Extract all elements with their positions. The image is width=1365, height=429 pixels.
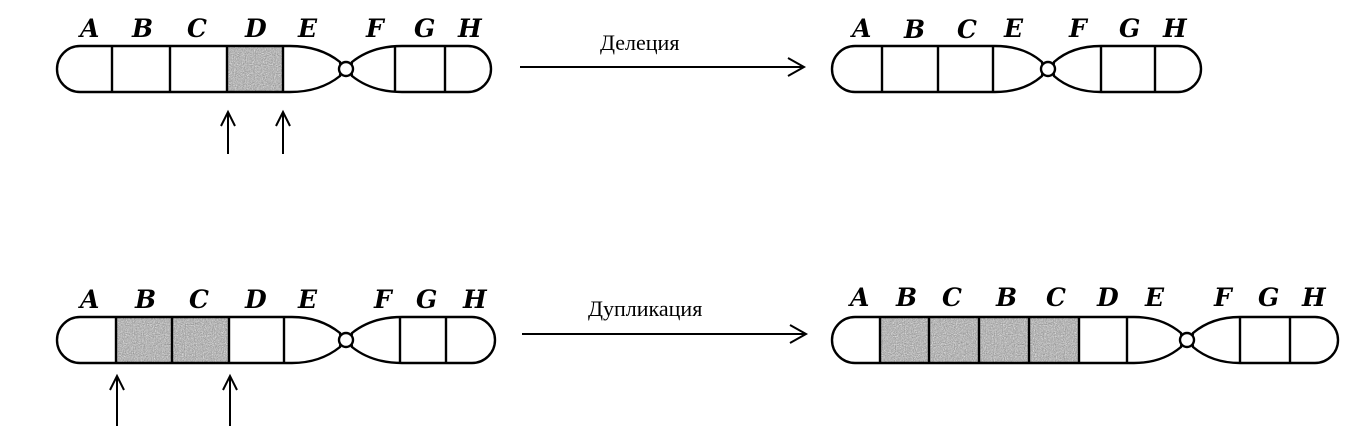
break-arrow-right bbox=[275, 109, 291, 154]
gene-labels: A B C D E F G H bbox=[78, 285, 488, 314]
gene-label-e: E bbox=[297, 285, 318, 314]
gene-segment-c-shaded bbox=[172, 318, 229, 362]
gene-label-d: D bbox=[244, 285, 267, 314]
gene-labels: A B C B C D E F G H bbox=[848, 283, 1327, 312]
gene-label-b: B bbox=[134, 285, 156, 314]
gene-label-e: E bbox=[1003, 14, 1024, 43]
centromere bbox=[1039, 60, 1057, 78]
gene-label-e: E bbox=[297, 14, 318, 43]
gene-label-c: C bbox=[187, 14, 207, 43]
gene-label-c: C bbox=[189, 285, 209, 314]
gene-label-b: B bbox=[903, 15, 925, 44]
gene-segment-b-shaded bbox=[116, 318, 172, 362]
gene-segment-b-shaded bbox=[880, 318, 929, 362]
break-point-arrows bbox=[109, 373, 238, 426]
gene-label-f: F bbox=[1068, 14, 1089, 43]
chromosome-result-duplication: A B C B C D E F G H bbox=[830, 283, 1340, 365]
gene-label-a: A bbox=[850, 14, 871, 43]
process-arrow-deletion: Делеция bbox=[520, 30, 807, 77]
row-deletion: A B C D E F G H bbox=[55, 14, 1203, 154]
gene-label-h: H bbox=[462, 285, 488, 314]
gene-label-b-duplicate: B bbox=[995, 283, 1017, 312]
process-label-duplication: Дупликация bbox=[588, 296, 702, 321]
process-arrow-duplication: Дупликация bbox=[522, 296, 809, 344]
band-lines bbox=[110, 46, 447, 92]
break-point-arrows bbox=[220, 109, 291, 154]
gene-label-f: F bbox=[1213, 283, 1234, 312]
gene-label-b: B bbox=[895, 283, 917, 312]
gene-label-a: A bbox=[78, 14, 99, 43]
gene-label-d: D bbox=[1096, 283, 1119, 312]
gene-label-g: G bbox=[1119, 14, 1140, 43]
centromere bbox=[337, 331, 355, 349]
gene-label-g: G bbox=[416, 285, 437, 314]
break-arrow-left bbox=[220, 109, 236, 154]
gene-label-f: F bbox=[373, 285, 394, 314]
chromosome-original-deletion: A B C D E F G H bbox=[55, 14, 493, 94]
break-arrow-left bbox=[109, 373, 125, 426]
gene-segment-d-shaded bbox=[227, 47, 283, 92]
band-lines bbox=[880, 46, 1157, 92]
gene-labels: A B C E F G H bbox=[850, 14, 1188, 44]
gene-segment-c-duplicate-shaded bbox=[1029, 318, 1079, 362]
gene-segment-c-shaded bbox=[929, 318, 979, 362]
gene-label-d: D bbox=[244, 14, 267, 43]
gene-label-a: A bbox=[78, 285, 99, 314]
chromosome-outline bbox=[830, 44, 1203, 94]
centromere bbox=[337, 60, 355, 78]
gene-labels: A B C D E F G H bbox=[78, 14, 483, 43]
gene-label-c: C bbox=[942, 283, 962, 312]
gene-label-h: H bbox=[457, 14, 483, 43]
gene-label-a: A bbox=[848, 283, 869, 312]
gene-label-f: F bbox=[365, 14, 386, 43]
gene-label-g: G bbox=[414, 14, 435, 43]
gene-label-e: E bbox=[1144, 283, 1165, 312]
band-lines bbox=[878, 317, 1292, 363]
gene-label-g: G bbox=[1258, 283, 1279, 312]
centromere bbox=[1178, 331, 1196, 349]
gene-label-b: B bbox=[131, 14, 153, 43]
break-arrow-right bbox=[222, 373, 238, 426]
band-lines bbox=[114, 317, 448, 363]
row-duplication: A B C D E F G H bbox=[55, 283, 1340, 426]
process-label-deletion: Делеция bbox=[600, 30, 679, 55]
gene-label-c: C bbox=[957, 15, 977, 44]
gene-label-c-duplicate: C bbox=[1046, 283, 1066, 312]
gene-label-h: H bbox=[1162, 14, 1188, 43]
chromosome-result-deletion: A B C E F G H bbox=[830, 14, 1203, 94]
gene-segment-b-duplicate-shaded bbox=[979, 318, 1029, 362]
chromosome-original-duplication: A B C D E F G H bbox=[55, 285, 497, 365]
gene-label-h: H bbox=[1301, 283, 1327, 312]
